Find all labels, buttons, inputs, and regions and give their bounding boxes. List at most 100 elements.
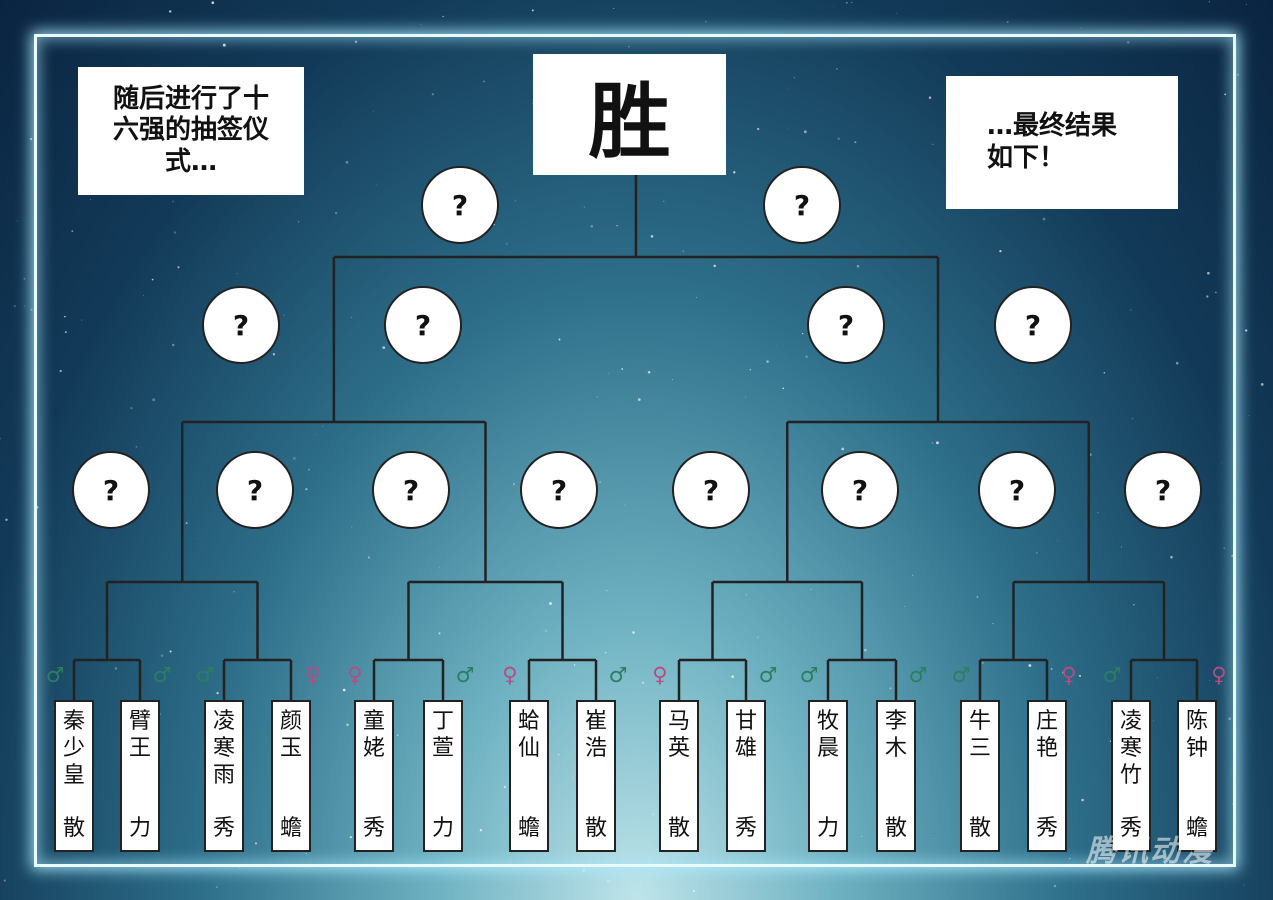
glowing-frame: [34, 34, 1236, 867]
star: [23, 277, 26, 280]
star: [1128, 852, 1130, 854]
star: [606, 880, 610, 883]
contestant-nameplate: 庄艳秀: [1027, 700, 1067, 852]
star: [558, 338, 561, 341]
star: [549, 602, 552, 605]
star: [1175, 361, 1179, 365]
contestant-name: 牧晨: [816, 709, 839, 761]
female-symbol-icon: ♀: [1061, 663, 1077, 687]
contestant-faction-tag: 力: [431, 816, 454, 841]
contestant-faction-tag: 散: [584, 816, 607, 841]
star: [185, 522, 188, 525]
contestant-name: 丁萱: [431, 709, 454, 761]
star: [733, 171, 736, 174]
star: [652, 812, 656, 816]
star: [322, 426, 324, 428]
contestant-name: 马英: [667, 709, 690, 761]
star: [346, 723, 349, 727]
star: [788, 127, 789, 129]
star: [981, 661, 984, 664]
star: [573, 664, 576, 666]
star: [216, 691, 219, 695]
star: [334, 211, 338, 215]
star: [1209, 680, 1211, 681]
star: [1068, 857, 1071, 860]
contestant-name: 蛤仙: [517, 709, 540, 761]
star: [283, 314, 285, 316]
contestant-nameplate: 秦少皇散: [54, 700, 94, 852]
star: [1042, 217, 1046, 221]
male-symbol-icon: ♂: [45, 663, 65, 687]
contestant-name: 凌寒雨: [212, 709, 235, 788]
star: [305, 488, 308, 491]
star: [922, 287, 924, 289]
star: [216, 886, 218, 888]
contestant-name: 陈钟: [1185, 709, 1208, 761]
star: [1130, 309, 1132, 311]
star: [904, 606, 905, 607]
star: [172, 200, 174, 203]
star: [24, 305, 26, 307]
contestant-nameplate: 蛤仙蟾: [509, 700, 549, 852]
star: [173, 231, 177, 234]
star: [272, 353, 276, 356]
contestant-nameplate: 凌寒雨秀: [204, 700, 244, 852]
star: [841, 447, 845, 451]
unknown-match-marker: ?: [216, 451, 294, 529]
star: [431, 93, 434, 96]
star: [596, 395, 599, 398]
star: [97, 792, 99, 794]
star: [339, 860, 340, 862]
contestant-faction-tag: 秀: [1035, 816, 1058, 841]
star: [854, 141, 857, 144]
star: [1109, 740, 1112, 742]
star: [1228, 717, 1232, 721]
contestant-nameplate: 童姥秀: [354, 700, 394, 852]
female-symbol-icon: ♀: [652, 663, 668, 687]
star: [65, 331, 67, 333]
contestant-faction-tag: 蟾: [279, 816, 302, 841]
star: [169, 10, 172, 13]
star: [1215, 291, 1217, 294]
star: [114, 667, 118, 670]
star: [315, 434, 317, 435]
star: [810, 588, 812, 590]
star: [396, 734, 399, 737]
star: [3, 879, 6, 882]
contestant-nameplate: 陈钟蟾: [1177, 700, 1217, 852]
star: [745, 396, 747, 398]
star: [1131, 417, 1134, 420]
star: [803, 130, 807, 134]
star: [1053, 884, 1057, 888]
star: [1260, 382, 1264, 386]
contestant-faction-tag: 散: [968, 816, 991, 841]
contestant-nameplate: 甘雄秀: [726, 700, 766, 852]
winner-label: 胜: [588, 75, 671, 170]
star: [420, 24, 422, 26]
star: [1062, 671, 1065, 674]
star: [372, 110, 374, 112]
star: [211, 1, 215, 5]
unknown-match-marker: ?: [72, 451, 150, 529]
star: [598, 480, 602, 484]
star: [793, 76, 796, 79]
star: [367, 556, 370, 559]
male-symbol-icon: ♂: [152, 663, 172, 687]
star: [169, 650, 172, 653]
star: [222, 43, 226, 47]
star: [931, 442, 933, 444]
star: [1231, 554, 1234, 557]
star: [479, 829, 483, 832]
star: [1057, 540, 1058, 542]
star: [757, 127, 760, 131]
star: [233, 591, 235, 593]
star: [641, 681, 644, 684]
star: [851, 2, 853, 4]
star: [663, 200, 665, 202]
contestant-name: 崔浩: [584, 709, 607, 761]
star: [350, 316, 353, 319]
star: [342, 688, 346, 692]
unknown-match-marker: ?: [372, 451, 450, 529]
unknown-match-marker: ?: [763, 166, 841, 244]
star: [557, 753, 560, 756]
